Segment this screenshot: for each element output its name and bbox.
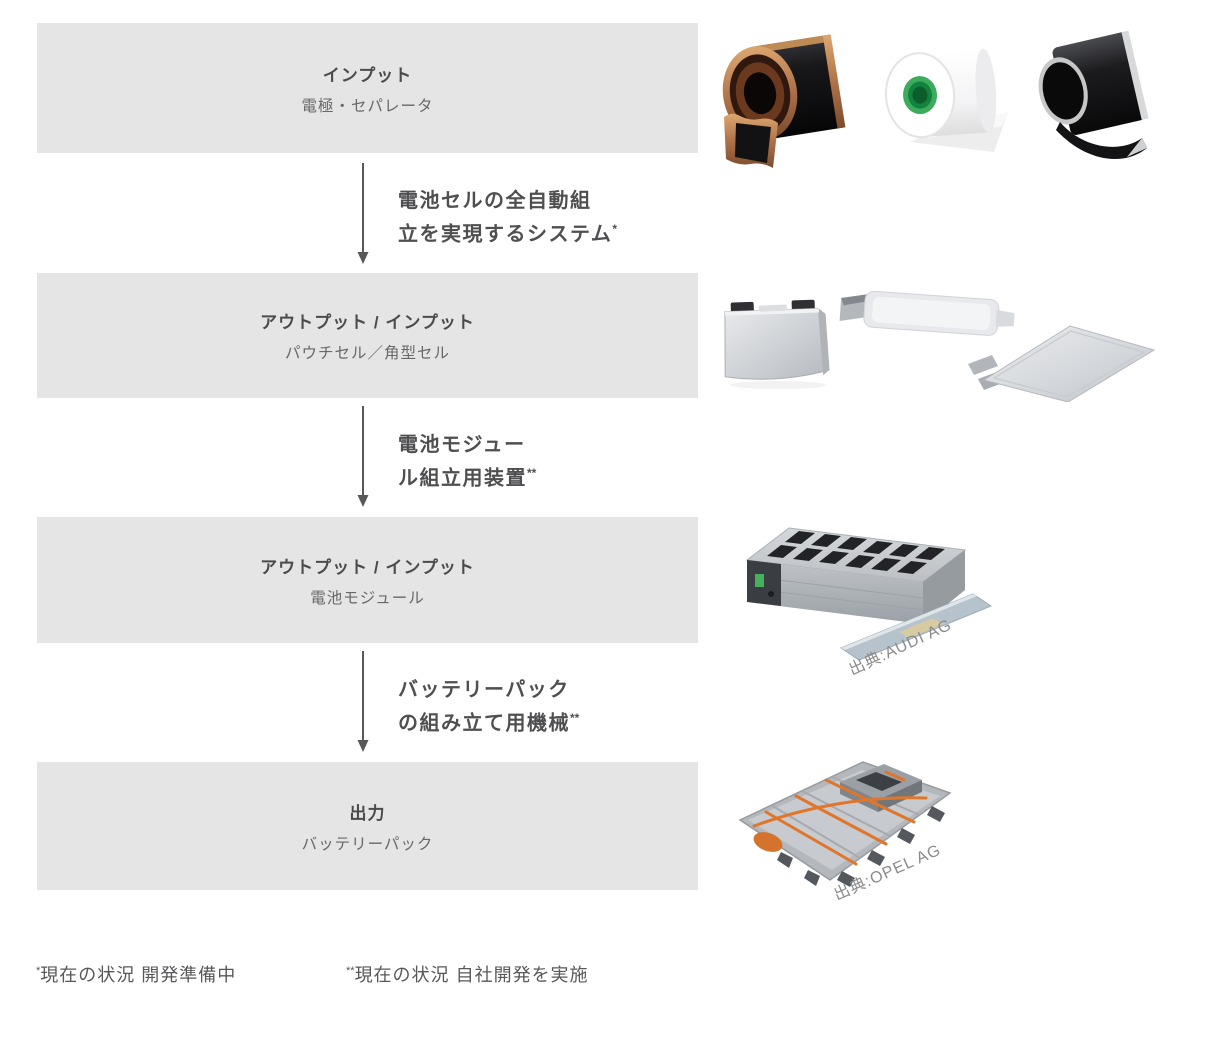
- down-arrow-icon: [357, 163, 369, 264]
- flow-box-output: 出力 バッテリーパック: [37, 762, 698, 890]
- coated-sheet: [735, 123, 771, 163]
- footnote-marker: **: [346, 965, 355, 977]
- module-front: [747, 560, 923, 624]
- orange-cables: [752, 770, 928, 866]
- arrow-label-line: 電池セルの全自動組: [398, 190, 592, 212]
- down-arrow-icon: [357, 406, 369, 507]
- flow-box-input: インプット 電極・セパレータ: [37, 23, 698, 153]
- box-subtitle: バッテリーパック: [301, 835, 434, 853]
- battery-pack-image: [738, 761, 952, 887]
- footnote-marker: **: [527, 466, 537, 480]
- box-title: インプット: [322, 65, 413, 85]
- arrow-label-line: バッテリーパック: [398, 679, 570, 701]
- arrow-label-line: 立を実現するシステム: [398, 223, 613, 246]
- cell-tab: [968, 355, 998, 375]
- arrow-label-line: ル組立用装置: [398, 467, 527, 490]
- pouch-cell-angled-image: [968, 325, 1156, 402]
- green-connector: [755, 574, 764, 587]
- pouch-cell-flat-image: [839, 290, 1015, 336]
- electrode-roll-black-image: [1038, 30, 1149, 160]
- box-subtitle: 電池モジュール: [310, 589, 425, 607]
- arrow-label-cell-assembly: 電池セルの全自動組 立を実現するシステム*: [398, 187, 617, 249]
- down-arrow-icon: [357, 651, 369, 752]
- arrow-label-line: 電池モジュー: [398, 434, 526, 456]
- electrode-roll-copper-image: [722, 34, 846, 168]
- footnote-inhouse-development: **現在の状況 自社開発を実施: [346, 961, 589, 987]
- vent-slats: [767, 531, 945, 574]
- module-end: [923, 550, 965, 624]
- separator-roll-white-image: [884, 48, 1008, 152]
- cell-body: [839, 290, 1015, 336]
- arrow-label-line: の組み立て用機械: [398, 712, 570, 735]
- module-lid-panel: [839, 593, 993, 661]
- box-title: アウトプット / インプット: [260, 313, 475, 332]
- orange-harness: [753, 832, 783, 852]
- mounting-feet: [777, 806, 945, 887]
- box-subtitle: パウチセル／角型セル: [284, 345, 450, 362]
- roll-cylinder: [1038, 30, 1149, 135]
- prismatic-cell-image: [724, 299, 830, 389]
- footnote-marker: *: [36, 965, 41, 977]
- roll-cylinder: [722, 34, 846, 140]
- cell-body: [982, 325, 1156, 402]
- footnote-development-preparing: *現在の状況 開発準備中: [36, 961, 236, 987]
- footnote-marker: **: [570, 711, 580, 725]
- footnote-text: 現在の状況 自社開発を実施: [354, 965, 589, 985]
- arrow-label-pack-assembly: バッテリーパック の組み立て用機械**: [398, 676, 579, 738]
- battery-module-image: [745, 527, 993, 661]
- roll-cylinder: [884, 48, 997, 139]
- footnote-text: 現在の状況 開発準備中: [40, 965, 237, 985]
- box-title: アウトプット / インプット: [260, 557, 475, 577]
- flow-box-module: アウトプット / インプット 電池モジュール: [37, 517, 698, 643]
- arrow-label-module-assembly: 電池モジュー ル組立用装置**: [398, 431, 536, 493]
- footnote-marker: *: [612, 222, 618, 236]
- flow-box-cells: アウトプット / インプット パウチセル／角型セル: [37, 273, 698, 398]
- box-subtitle: 電極・セパレータ: [301, 97, 434, 115]
- box-title: 出力: [349, 803, 386, 823]
- curled-sheet: [1056, 122, 1147, 160]
- cell-body: [724, 299, 830, 380]
